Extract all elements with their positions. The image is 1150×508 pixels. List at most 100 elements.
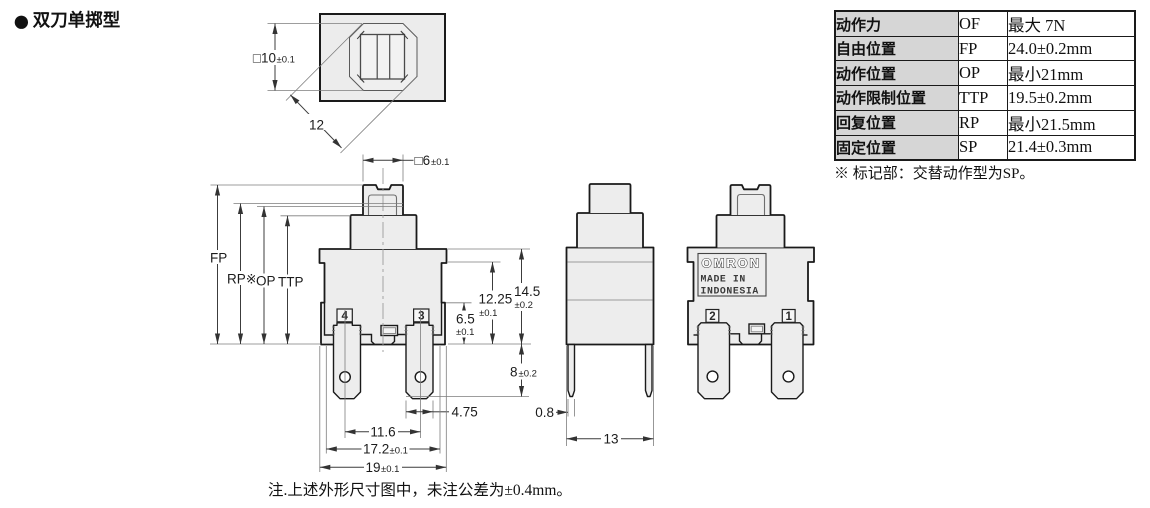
spec-value: 24.0±0.2mm (1007, 35, 1136, 62)
dim-17-2-tolerance: ±0.1 (390, 446, 408, 457)
table-row: 动作力 OF 最大 7N (834, 10, 1136, 37)
dim-square-10-value: □10 (253, 51, 276, 66)
spec-name: 回复位置 (834, 109, 959, 136)
spec-symbol: FP (958, 35, 1008, 62)
marking-box (697, 252, 767, 297)
spec-symbol: OP (958, 60, 1008, 87)
made-in-line1: MADE IN (701, 274, 746, 285)
dim-13-value: 13 (603, 431, 618, 446)
dim-14-5-tolerance: ±0.2 (515, 300, 533, 311)
spec-name: 动作力 (834, 10, 959, 37)
terminal-1-hole (782, 370, 795, 383)
side-view: 0.8 13 (535, 183, 655, 446)
table-row: 动作位置 OP 最小21mm (834, 60, 1136, 87)
page-title: ●双刀单掷型 (12, 5, 121, 36)
top-view-plunger-square (359, 33, 406, 80)
brand-omron: OMRON (702, 256, 761, 271)
dim-8-value: 8 (510, 365, 518, 380)
pos-label-op: OP (256, 274, 276, 289)
back-bottom-details (693, 333, 808, 345)
dim-19-value: 19 (366, 460, 381, 475)
dim-14-5: 14.5 ±0.2 (512, 283, 541, 311)
front-terminal-3 (405, 322, 434, 400)
table-row: 自由位置 FP 24.0±0.2mm (834, 35, 1136, 62)
dim-11-6: 11.6 (369, 424, 398, 439)
spec-table: 动作力 OF 最大 7N 自由位置 FP 24.0±0.2mm 动作位置 OP … (834, 10, 1136, 161)
pos-label-rp: RP※ (227, 272, 257, 287)
front-center-window (380, 324, 399, 337)
table-row: 固定位置 SP 21.4±0.3mm (834, 134, 1136, 161)
dim-8-tolerance: ±0.2 (519, 369, 537, 380)
dim-8: 8 ±0.2 (508, 363, 537, 380)
side-plunger (588, 183, 632, 213)
front-view: 4 3 □6 ±0.1 FP RP※ OP (209, 153, 541, 475)
terminal-1-label: 1 (785, 311, 792, 323)
side-plunger-step (576, 212, 644, 248)
pos-label-fp: FP (210, 251, 227, 266)
spec-name: 动作限制位置 (834, 85, 959, 111)
dim-12-25-tolerance: ±0.1 (479, 308, 497, 319)
terminal-2-label-box (705, 308, 720, 323)
terminal-knurl-ticks (696, 326, 805, 335)
spec-value: 21.4±0.3mm (1007, 134, 1136, 161)
spec-name: 动作位置 (834, 60, 959, 87)
dim-17-2: 17.2 ±0.1 (361, 441, 410, 457)
dim-19: 19 ±0.1 (364, 459, 402, 475)
bullet-icon: ● (12, 2, 31, 38)
spec-symbol: SP (958, 134, 1008, 161)
back-terminal-1 (770, 322, 804, 400)
back-terminal-2 (697, 322, 731, 400)
dim-square-6-value: □6 (415, 153, 431, 168)
front-bottom-details (323, 302, 443, 345)
made-in-line2: INDONESIA (701, 286, 759, 297)
spec-name: 自由位置 (834, 35, 959, 62)
dim-square-10: □10 ±0.1 (247, 50, 295, 66)
back-plunger-step (715, 214, 786, 248)
back-center-window-inner (750, 325, 764, 333)
spec-symbol: RP (958, 109, 1008, 136)
dim-12-25-value: 12.25 (479, 292, 513, 307)
pos-label-ttp: TTP (278, 275, 304, 290)
spec-value: 最小21.5mm (1007, 109, 1136, 136)
dim-diagonal-12-value: 12 (309, 118, 324, 133)
table-row: 动作限制位置 TTP 19.5±0.2mm (834, 85, 1136, 111)
terminal-2-hole (706, 370, 719, 383)
spec-value: 19.5±0.2mm (1007, 85, 1136, 111)
dim-11-6-value: 11.6 (370, 424, 395, 439)
dim-square-6-tolerance: ±0.1 (431, 157, 449, 168)
top-view: □10 ±0.1 12 (247, 13, 446, 154)
back-center-window (748, 323, 766, 335)
terminal-2-label: 2 (709, 311, 715, 323)
dim-19-tolerance: ±0.1 (381, 464, 399, 475)
dim-6-5-value: 6.5 (456, 312, 475, 327)
dim-6-5-tolerance: ±0.1 (456, 327, 474, 338)
bottom-note: 注.上述外形尺寸图中，未注公差为±0.4mm。 (268, 482, 572, 499)
dim-square-6: □6 ±0.1 (415, 153, 450, 168)
front-plunger-step (349, 214, 418, 249)
side-body (565, 246, 655, 346)
dim-13: 13 (601, 431, 621, 446)
dim-4-75-value: 4.75 (452, 404, 478, 419)
spec-value: 最小21mm (1007, 60, 1136, 87)
dim-17-2-value: 17.2 (363, 442, 389, 457)
dim-6-5: 6.5 ±0.1 (454, 310, 480, 338)
terminal-3-label-box (413, 308, 430, 323)
table-row: 回复位置 RP 最小21.5mm (834, 109, 1136, 136)
table-footnote: ※ 标记部：交替动作型为SP。 (834, 166, 1035, 182)
corner-marks (356, 30, 409, 83)
terminal-3-label: 3 (418, 311, 424, 323)
position-labels: FP RP※ OP TTP (209, 250, 304, 290)
spec-symbol: OF (958, 10, 1008, 37)
side-leg-left (567, 343, 576, 398)
dim-12-25: 12.25 ±0.1 (477, 290, 513, 320)
back-view: OMRON MADE IN INDONESIA 2 1 (686, 184, 815, 400)
dim-0-8-value: 0.8 (535, 405, 554, 420)
dim-square-10-tolerance: ±0.1 (277, 55, 295, 66)
spec-name: 固定位置 (834, 134, 959, 161)
terminal-knurl-ticks (332, 326, 435, 335)
page-title-text: 双刀单掷型 (32, 10, 121, 30)
back-plunger (729, 184, 772, 215)
spec-value: 最大 7N (1007, 10, 1136, 37)
side-leg-right (644, 343, 653, 398)
dim-14-5-value: 14.5 (514, 284, 540, 299)
